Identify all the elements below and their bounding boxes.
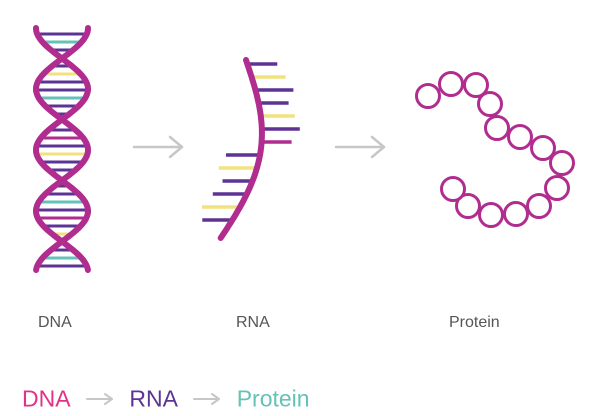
dna-helix bbox=[32, 25, 92, 273]
amino-acid bbox=[507, 124, 533, 150]
right-arrow-icon bbox=[132, 135, 184, 159]
amino-acid bbox=[544, 175, 570, 201]
amino-acid bbox=[415, 83, 441, 109]
dna-strand bbox=[33, 25, 92, 273]
amino-acid bbox=[526, 193, 552, 219]
dna-strand bbox=[32, 25, 91, 273]
rna-label: RNA bbox=[236, 314, 270, 331]
rna-backbone bbox=[217, 57, 265, 241]
dna-base-pairs bbox=[36, 32, 88, 268]
legend-rna: RNA bbox=[129, 385, 178, 412]
amino-acid bbox=[503, 201, 529, 227]
amino-acid bbox=[438, 71, 464, 97]
right-arrow-icon bbox=[85, 392, 113, 405]
right-arrow-icon bbox=[334, 135, 386, 159]
amino-acid bbox=[549, 150, 575, 176]
legend-dna: DNA bbox=[22, 385, 71, 412]
protein-label: Protein bbox=[449, 314, 500, 331]
rna-strand bbox=[202, 57, 300, 241]
amino-acid bbox=[484, 115, 510, 141]
right-arrow-icon bbox=[193, 392, 221, 405]
amino-acid bbox=[440, 176, 466, 202]
amino-acid bbox=[530, 135, 556, 161]
amino-acid bbox=[477, 91, 503, 117]
rna-bases bbox=[202, 62, 300, 222]
dna-rna-protein-legend: DNA RNA Protein bbox=[22, 384, 310, 412]
protein-chain bbox=[415, 71, 575, 228]
amino-acid bbox=[478, 202, 504, 228]
amino-acid bbox=[463, 72, 489, 98]
legend-protein: Protein bbox=[236, 385, 310, 412]
dna-label: DNA bbox=[38, 314, 72, 331]
amino-acid bbox=[455, 193, 481, 219]
